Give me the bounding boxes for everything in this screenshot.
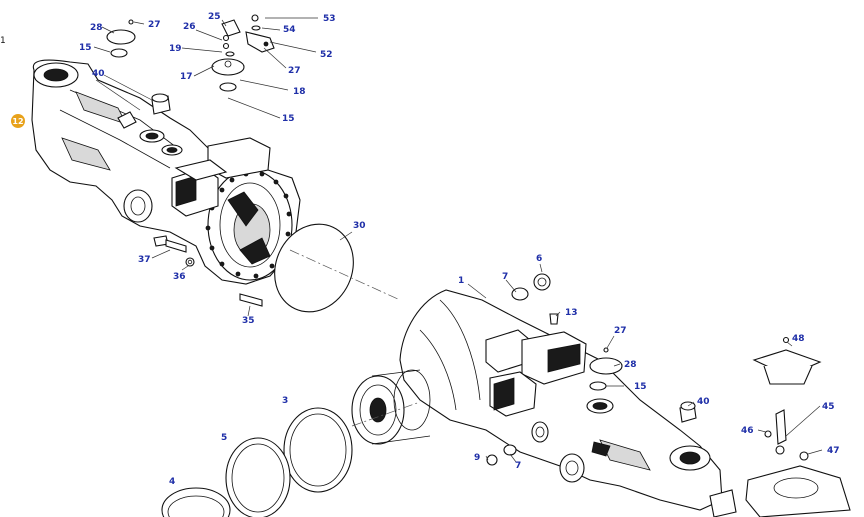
callout-27: 27 xyxy=(288,66,301,76)
callout-36: 36 xyxy=(173,272,186,282)
upper-left-small-parts xyxy=(106,14,275,115)
callout-13: 13 xyxy=(565,308,578,318)
callout-7: 7 xyxy=(515,461,521,471)
lever-52 xyxy=(245,31,275,53)
callout-47: 47 xyxy=(827,446,840,456)
edge-mark: 1 xyxy=(0,36,6,46)
callout-37: 37 xyxy=(138,255,151,265)
screw-53 xyxy=(251,14,259,22)
o-ring-18 xyxy=(219,82,237,92)
valve-25 xyxy=(221,19,241,37)
right-axle-housing xyxy=(351,289,723,511)
leader-lines xyxy=(93,17,823,463)
cover-plate-28a xyxy=(106,29,136,45)
nut-47 xyxy=(799,451,809,461)
screw-27a xyxy=(128,19,134,25)
callout-7: 7 xyxy=(502,272,508,282)
gasket-30 xyxy=(274,223,354,313)
fasteners-left xyxy=(153,235,263,307)
callout-3: 3 xyxy=(282,396,288,406)
callout-46: 46 xyxy=(741,426,754,436)
callout-15: 15 xyxy=(282,114,295,124)
screw-46 xyxy=(764,430,772,438)
callout-25: 25 xyxy=(208,12,221,22)
callout-19: 19 xyxy=(169,44,182,54)
assembly-badge: 12 xyxy=(11,114,25,128)
callout-9: 9 xyxy=(474,453,480,463)
callout-15: 15 xyxy=(634,382,647,392)
callout-28: 28 xyxy=(624,360,637,370)
callout-28: 28 xyxy=(90,23,103,33)
callout-27: 27 xyxy=(148,20,161,30)
callout-1: 1 xyxy=(458,276,464,286)
badge-label: 12 xyxy=(12,117,23,126)
screw-13 xyxy=(549,313,559,325)
callout-30: 30 xyxy=(353,221,366,231)
left-axle-housing xyxy=(31,59,301,285)
callout-26: 26 xyxy=(183,22,196,32)
callout-5: 5 xyxy=(221,433,227,443)
callout-4: 4 xyxy=(169,477,175,487)
o-ring-15a xyxy=(110,48,128,58)
callout-52: 52 xyxy=(320,50,333,60)
callout-17: 17 xyxy=(180,72,193,82)
callout-45: 45 xyxy=(822,402,835,412)
callout-15: 15 xyxy=(79,43,92,53)
seal-7a xyxy=(511,287,529,301)
callout-6: 6 xyxy=(536,254,542,264)
callout-labels: 28 27 15 40 25 26 19 17 53 54 52 27 18 1… xyxy=(79,12,840,487)
callout-53: 53 xyxy=(323,14,336,24)
cover-28b xyxy=(589,357,623,375)
sensor-45 xyxy=(775,409,787,445)
washer-19 xyxy=(225,51,235,57)
callout-27: 27 xyxy=(614,326,627,336)
washer-54 xyxy=(251,25,261,31)
callout-48: 48 xyxy=(792,334,805,344)
callout-18: 18 xyxy=(293,87,306,97)
seal-7b xyxy=(503,444,517,456)
o-ring-15c xyxy=(589,381,607,391)
callout-35: 35 xyxy=(242,316,255,326)
bearing-rings xyxy=(161,407,353,517)
callout-54: 54 xyxy=(283,25,296,35)
callout-40: 40 xyxy=(92,69,105,79)
plug-9 xyxy=(486,454,498,466)
right-small-parts xyxy=(486,273,851,517)
callout-40: 40 xyxy=(697,397,710,407)
plug-6 xyxy=(533,273,551,291)
